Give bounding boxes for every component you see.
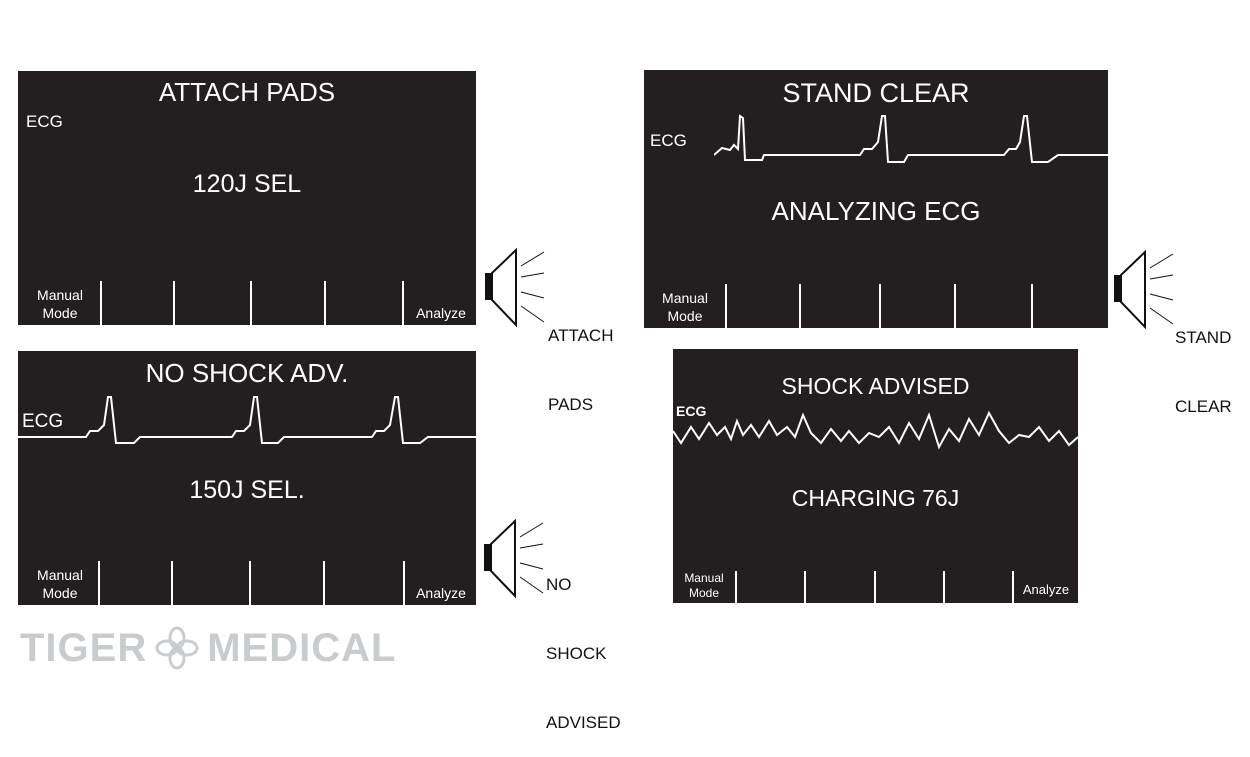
softkey-divider <box>804 571 806 603</box>
softkey-divider <box>171 561 173 605</box>
softkey-divider <box>402 281 404 325</box>
softkey-divider <box>725 284 727 328</box>
softkey-divider <box>100 281 102 325</box>
softkey-bar: Manual Mode Analyze <box>18 281 476 325</box>
softkey-divider <box>735 571 737 603</box>
energy-message: 120J SEL <box>192 170 302 198</box>
energy-message: 150J SEL. <box>189 476 305 504</box>
softkey-bar: Manual Mode Analyze <box>673 571 1078 603</box>
softkey-bar: Manual Mode Analyze <box>18 561 476 605</box>
voice-prompt-text: STAND CLEAR <box>1175 328 1232 416</box>
softkey-divider <box>98 561 100 605</box>
screen-title: ATTACH PADS <box>158 77 336 107</box>
softkey-divider <box>1031 284 1033 328</box>
screen-title: STAND CLEAR <box>782 78 970 108</box>
softkey-divider <box>403 561 405 605</box>
aed-screen-no-shock: NO SHOCK ADV. ECG 150J SEL. Manual Mode … <box>18 351 476 605</box>
softkey-divider <box>799 284 801 328</box>
aed-screen-attach-pads: ATTACH PADS ECG 120J SEL Manual Mode Ana… <box>18 71 476 325</box>
analyze-softkey-label[interactable]: Analyze <box>416 585 466 601</box>
softkey-divider <box>323 561 325 605</box>
manual-mode-softkey-label[interactable]: Manual Mode <box>684 571 724 600</box>
softkey-divider <box>250 281 252 325</box>
softkey-divider <box>879 284 881 328</box>
screen-title: NO SHOCK ADV. <box>145 358 349 388</box>
ecg-waveform <box>714 114 1108 163</box>
ecg-label: ECG <box>22 411 64 432</box>
manual-mode-softkey-label[interactable]: Manual Mode <box>37 287 83 321</box>
ecg-label: ECG <box>650 131 687 150</box>
softkey-divider <box>1012 571 1014 603</box>
analyze-softkey-label[interactable]: Analyze <box>1022 582 1070 597</box>
manual-mode-softkey-label[interactable]: Manual Mode <box>662 290 708 324</box>
brand-right-text: MEDICAL <box>207 625 397 670</box>
brand-left-text: TIGER <box>20 625 148 670</box>
softkey-divider <box>249 561 251 605</box>
aed-screen-stand-clear: STAND CLEAR ECG ANALYZING ECG Manual Mod… <box>644 70 1108 328</box>
aed-screen-shock-advised: SHOCK ADVISED ECG CHARGING 76J Manual Mo… <box>673 349 1078 603</box>
softkey-bar: Manual Mode <box>644 284 1108 328</box>
voice-prompt-text: NO SHOCK ADVISED <box>546 575 621 732</box>
softkey-divider <box>173 281 175 325</box>
screen-title: SHOCK ADVISED <box>781 373 970 399</box>
softkey-divider <box>874 571 876 603</box>
flower-logo-icon <box>155 626 199 670</box>
ecg-label: ECG <box>676 403 707 419</box>
brand-watermark: TIGER MEDICAL <box>20 626 396 670</box>
speaker-icon <box>1114 249 1174 330</box>
ecg-label: ECG <box>26 112 63 131</box>
softkey-divider <box>954 284 956 328</box>
ecg-waveform <box>18 396 476 444</box>
analyze-softkey-label[interactable]: Analyze <box>416 305 466 321</box>
manual-mode-softkey-label[interactable]: Manual Mode <box>37 567 83 601</box>
speaker-icon <box>484 518 544 599</box>
softkey-divider <box>943 571 945 603</box>
ecg-waveform <box>673 410 1078 450</box>
speaker-icon <box>485 247 545 328</box>
softkey-divider <box>324 281 326 325</box>
voice-prompt-text: ATTACH PADS <box>548 326 614 414</box>
status-message: ANALYZING ECG <box>771 196 981 226</box>
status-message: CHARGING 76J <box>791 485 960 511</box>
